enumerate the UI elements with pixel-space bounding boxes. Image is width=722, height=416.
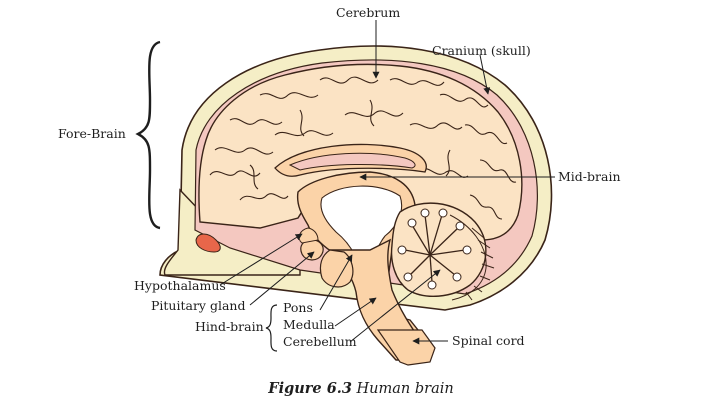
spinal-cord <box>376 329 436 366</box>
cerebellum <box>390 202 495 301</box>
label-medulla: Medulla <box>283 317 335 332</box>
label-hypothalamus: Hypothalamus <box>134 278 226 293</box>
figure-caption: Figure 6.3 Human brain <box>0 380 722 397</box>
label-spinal-cord: Spinal cord <box>452 333 525 348</box>
label-cerebellum: Cerebellum <box>283 334 357 349</box>
label-hind-brain: Hind-brain <box>195 319 264 334</box>
ventricle-inner <box>288 152 416 171</box>
label-cerebrum: Cerebrum <box>336 5 401 20</box>
label-pons: Pons <box>283 300 313 315</box>
hind-brain-brace <box>265 304 278 352</box>
label-fore-brain: Fore-Brain <box>58 126 126 141</box>
figure-number: Figure 6.3 <box>268 380 352 397</box>
label-mid-brain: Mid-brain <box>558 169 621 184</box>
label-pituitary: Pituitary gland <box>151 298 246 313</box>
figure-title: Human brain <box>356 381 454 397</box>
orbit-mark <box>195 233 221 253</box>
label-cranium: Cranium (skull) <box>432 43 531 58</box>
fore-brain-brace <box>135 40 161 230</box>
gyri-folds <box>209 76 517 220</box>
label-arrows <box>219 20 555 345</box>
hypothalamus <box>298 227 319 244</box>
